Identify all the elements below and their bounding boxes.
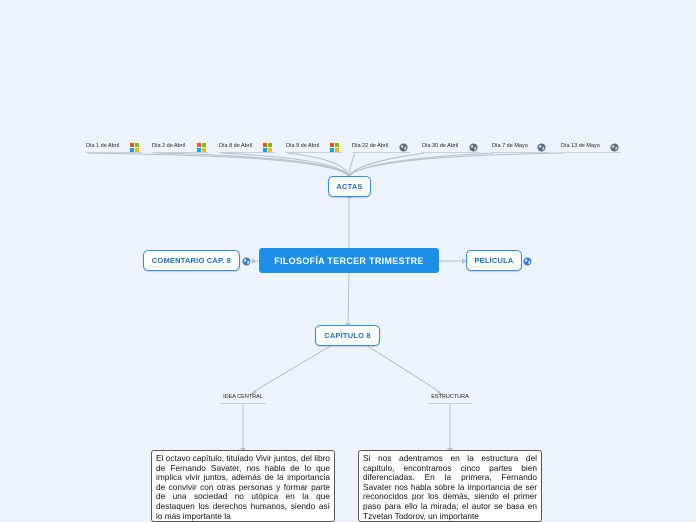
capitulo-label: CAPÍTULO 8 [324,331,371,340]
globe-icon[interactable] [242,257,251,266]
pelicula-label: PELÍCULA [474,256,514,265]
acta-entry[interactable]: Día 30 de Abril [422,141,480,153]
idea-central-text: El octavo capítulo, titulado Vivir junto… [151,450,335,522]
globe-icon[interactable] [399,143,408,152]
idea-central-label: IDEA CENTRAL [223,394,263,400]
acta-entry[interactable]: Día 9 de Abril [286,141,342,153]
globe-icon[interactable] [469,143,478,152]
office-icon[interactable] [130,143,139,152]
actas-topic[interactable]: ACTAS [328,176,371,197]
connector-line [348,152,564,177]
comentario-topic[interactable]: COMENTARIO CAP. 8 [143,250,240,271]
connector-line [220,152,350,177]
acta-entry-label: Día 2 de Abril [152,143,186,149]
capitulo-topic[interactable]: CAPÍTULO 8 [315,325,380,346]
connector-line [252,344,333,393]
globe-icon[interactable] [537,143,546,152]
acta-entry[interactable]: Día 1 de Abril [86,141,142,153]
acta-entry[interactable]: Día 7 de Mayo [492,141,548,153]
connector-line [348,152,356,177]
acta-entry[interactable]: Día 22 de Abril [352,141,410,153]
acta-entry-label: Día 9 de Abril [286,143,320,149]
estructura-topic[interactable]: ESTRUCTURA [428,392,472,404]
actas-label: ACTAS [336,182,363,191]
acta-entry-label: Día 13 de Mayo [561,143,600,149]
arrow-head [251,391,257,396]
connector-line [347,272,350,326]
central-label: FILOSOFÍA TERCER TRIMESTRE [274,255,424,266]
connector-line [348,152,425,177]
estructura-label: ESTRUCTURA [431,394,469,400]
acta-entry-label: Día 8 de Abril [219,143,253,149]
idea-central-paragraph: El octavo capítulo, titulado Vivir junto… [156,453,330,521]
idea-central-topic[interactable]: IDEA CENTRAL [220,392,266,404]
comentario-label: COMENTARIO CAP. 8 [151,256,232,265]
office-icon[interactable] [197,143,206,152]
acta-entry-label: Día 30 de Abril [422,143,459,149]
arrow-head [252,258,256,264]
connector-line [87,152,350,177]
acta-entry-label: Día 7 de Mayo [492,143,528,149]
estructura-text: Si nos adentramos en la estructura del c… [358,450,542,522]
globe-icon[interactable] [610,143,619,152]
arrow-head [462,258,466,264]
office-icon[interactable] [330,143,339,152]
connector-line [287,152,350,177]
acta-entry[interactable]: Día 8 de Abril [219,141,275,153]
office-icon[interactable] [263,143,272,152]
estructura-paragraph: Si nos adentramos en la estructura del c… [363,453,537,521]
arrow-head [436,391,442,396]
pelicula-topic[interactable]: PELÍCULA [466,250,522,271]
acta-entry[interactable]: Día 13 de Mayo [561,141,621,153]
central-topic[interactable]: FILOSOFÍA TERCER TRIMESTRE [259,248,439,273]
acta-entry-label: Día 1 de Abril [86,143,120,149]
connector-line [154,152,350,177]
globe-icon[interactable] [523,257,532,266]
acta-entry-label: Día 22 de Abril [352,143,389,149]
acta-entry[interactable]: Día 2 de Abril [152,141,208,153]
connector-line [365,344,441,393]
